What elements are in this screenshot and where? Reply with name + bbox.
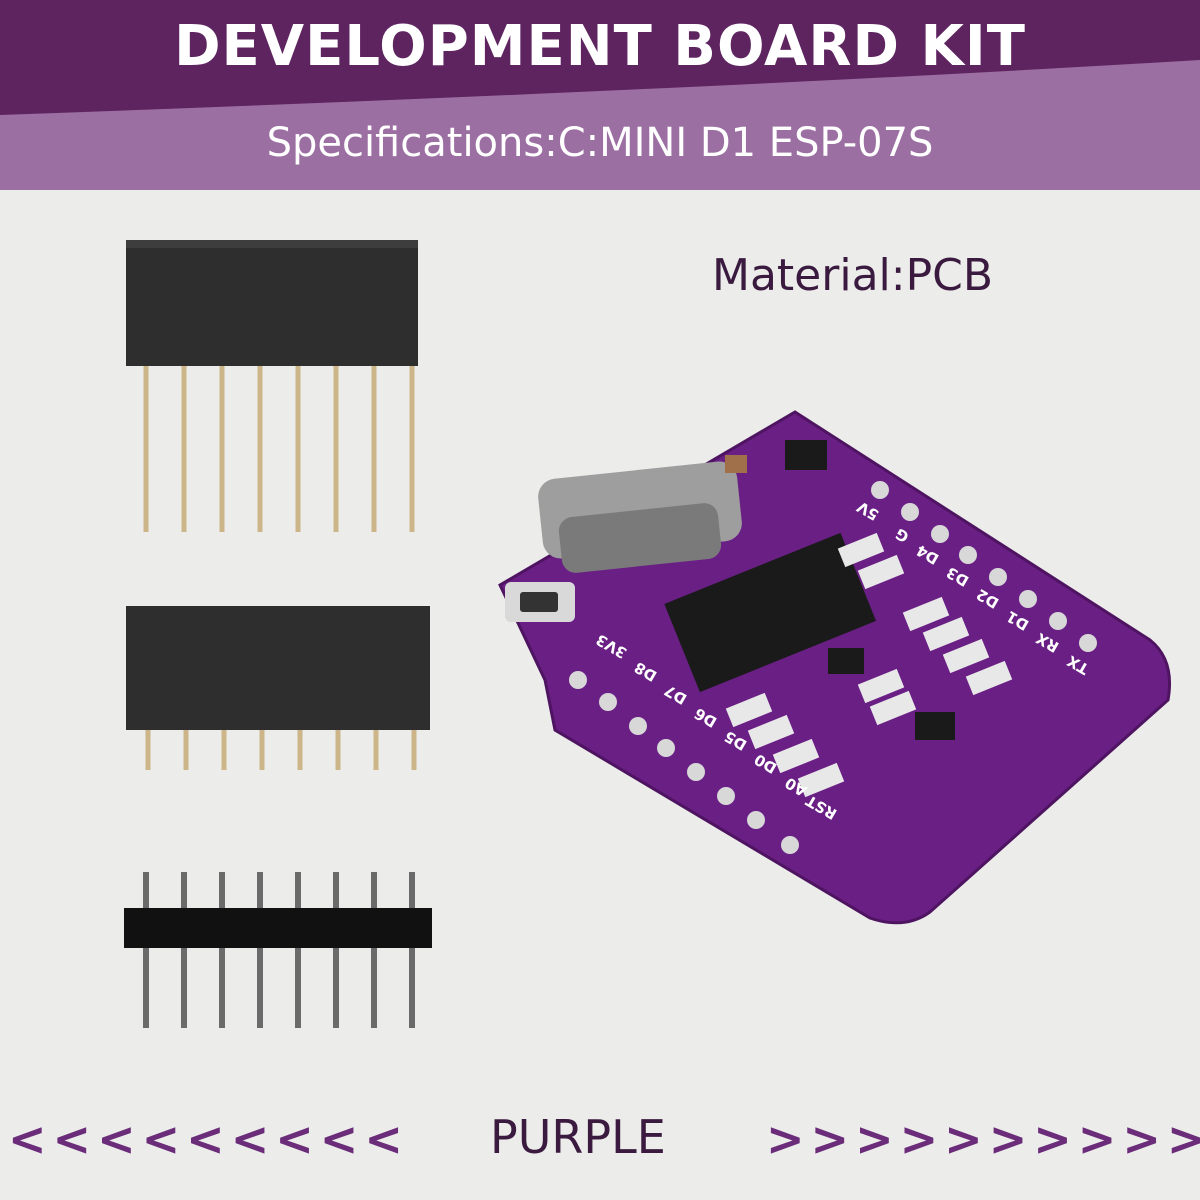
title-banner: DEVELOPMENT BOARD KIT Specifications:C:M… <box>0 0 1200 190</box>
female-header-long <box>126 240 418 532</box>
color-label: PURPLE <box>490 1110 666 1164</box>
female-header-short <box>126 606 430 770</box>
material-label: Material:PCB <box>712 250 994 301</box>
banner-title: DEVELOPMENT BOARD KIT <box>174 14 1026 79</box>
pcb-board <box>498 410 1172 925</box>
banner-subtitle: Specifications:C:MINI D1 ESP-07S <box>266 120 934 166</box>
male-pin-header <box>124 872 432 1028</box>
banner-shape <box>0 0 1200 115</box>
right-arrows: >>>>>>>>>> <box>766 1112 1200 1166</box>
left-arrows: <<<<<<<<< <box>8 1112 409 1166</box>
